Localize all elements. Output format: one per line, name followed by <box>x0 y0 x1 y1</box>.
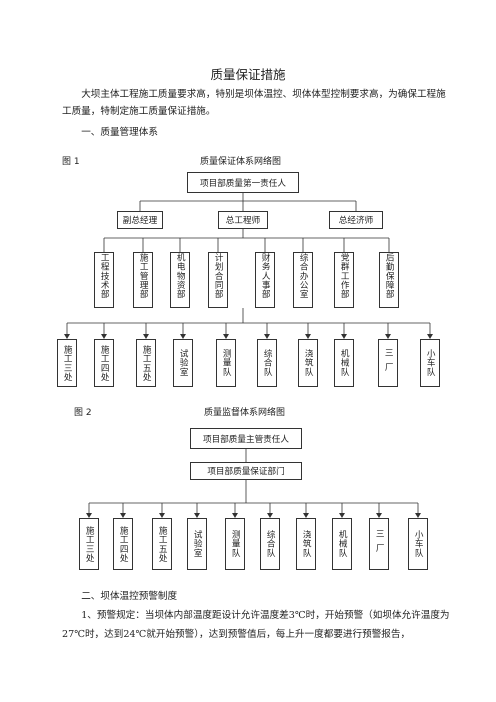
fig1-label: 图 1 <box>62 157 80 167</box>
fig1-dept-box: 财务人事部 <box>255 252 275 308</box>
fig1-caption: 质量保证体系网络图 <box>200 157 282 167</box>
fig1-unit-box: 测量队 <box>216 339 236 387</box>
fig1-unit-box: 试验室 <box>173 339 193 387</box>
fig1-node-chief-economist: 总经济师 <box>329 211 383 229</box>
section-heading-1: 一、质量管理体系 <box>81 127 158 138</box>
fig1-unit-box: 综合队 <box>257 339 277 387</box>
fig1-dept-box: 后勤保障部 <box>379 252 399 308</box>
fig1-unit-box: 施工三处 <box>57 339 77 387</box>
fig1-unit-box: 施工五处 <box>136 339 156 387</box>
fig2-unit-box: 测量队 <box>225 518 245 570</box>
fig1-unit-box: 施工四处 <box>94 339 114 387</box>
fig1-node-deputy-gm: 副总经理 <box>117 211 163 229</box>
fig2-middle-node: 项目部质量保证部门 <box>190 462 302 480</box>
fig2-unit-box: 综合队 <box>260 518 280 570</box>
fig2-unit-box: 试验室 <box>187 518 207 570</box>
fig2-unit-box: 施工四处 <box>113 518 133 570</box>
fig1-top-node: 项目部质量第一责任人 <box>187 172 299 193</box>
fig1-node-chief-engineer: 总工程师 <box>218 211 268 229</box>
fig1-dept-box: 施工管理部 <box>133 252 153 308</box>
fig1-unit-box: 机械队 <box>334 339 354 387</box>
warning-rule-paragraph: 1、预警规定：当坝体内部温度距设计允许温度差3℃时，开始预警（如坝体允许温度为2… <box>62 610 450 640</box>
fig2-unit-box: 小车队 <box>408 518 428 570</box>
fig1-dept-box: 机电物资部 <box>170 252 190 308</box>
fig2-unit-box: 浇筑队 <box>296 518 316 570</box>
fig1-unit-box: 小车队 <box>420 339 440 387</box>
page-title: 质量保证措施 <box>210 67 286 82</box>
fig2-unit-box: 三厂 <box>369 518 389 570</box>
fig2-unit-box: 施工三处 <box>79 518 99 570</box>
fig2-caption: 质量监督体系网络图 <box>204 408 286 418</box>
fig1-unit-box: 三厂 <box>378 339 398 387</box>
fig1-dept-box: 计划合同部 <box>208 252 228 308</box>
fig1-unit-box: 浇筑队 <box>298 339 318 387</box>
intro-paragraph: 大坝主体工程施工质量要求高，特别是坝体温控、坝体体型控制要求高，为确保工程施工质… <box>62 89 446 117</box>
fig2-top-node: 项目部质量主管责任人 <box>190 428 302 449</box>
fig1-dept-box: 工程技术部 <box>94 252 114 308</box>
fig2-unit-box: 机械队 <box>332 518 352 570</box>
fig1-dept-box: 综合办公室 <box>293 252 313 308</box>
fig2-label: 图 2 <box>74 408 92 418</box>
fig1-dept-box: 党群工作部 <box>334 252 354 308</box>
section-heading-2: 二、坝体温控预警制度 <box>81 591 178 602</box>
fig2-unit-box: 施工五处 <box>152 518 172 570</box>
